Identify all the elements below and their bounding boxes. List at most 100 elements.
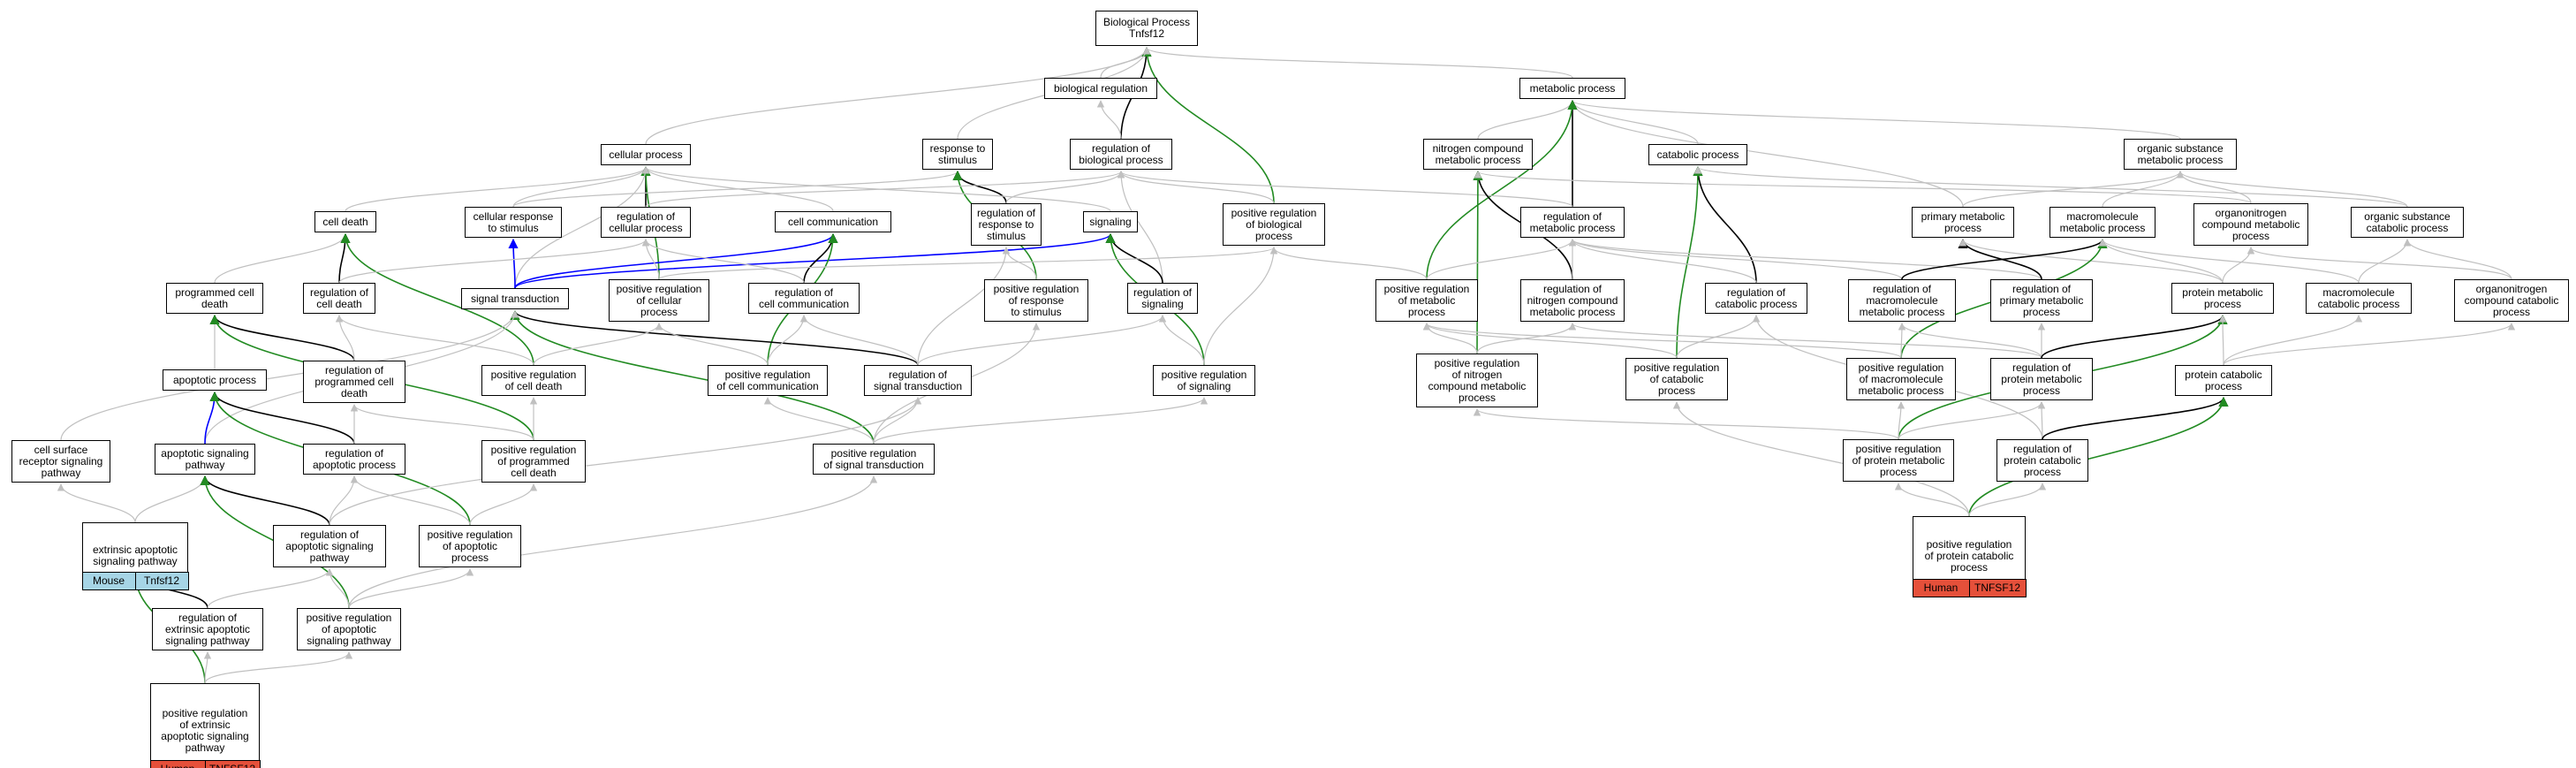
node-positive-regulation-of-biological-process[interactable]: positive regulation of biological proces… (1223, 203, 1325, 246)
gene-tag: TNFSF12 (204, 760, 260, 768)
node-regulation-of-nitrogen-compound-metabolic-process[interactable]: regulation of nitrogen compound metaboli… (1520, 279, 1625, 322)
edge-positive_regulation_of_nitrogen_compound_metabolic_process-to-regulation_of_nitrogen_compound_metabolic_process (1476, 323, 1577, 354)
edge-positive_regulation_of_signal_transduction-to-signal_transduction (510, 309, 875, 445)
edge-positive_regulation_of_protein_catabolic_process-to-positive_regulation_of_protein_metabolic_process (1894, 483, 1970, 517)
node-apoptotic-signaling-pathway[interactable]: apoptotic signaling pathway (155, 444, 255, 475)
node-positive-regulation-of-nitrogen-compound-metabolic-process[interactable]: positive regulation of nitrogen compound… (1416, 354, 1538, 407)
edge-positive_regulation_of_signal_transduction-to-positive_regulation_of_cell_communication (763, 397, 875, 445)
node-positive-regulation-of-catabolic-process[interactable]: positive regulation of catabolic process (1625, 358, 1728, 400)
node-positive-regulation-of-programmed-cell-death[interactable]: positive regulation of programmed cell d… (481, 440, 586, 483)
node-primary-metabolic-process[interactable]: primary metabolic process (1912, 207, 2014, 238)
node-regulation-of-protein-metabolic-process[interactable]: regulation of protein metabolic process (1990, 358, 2093, 400)
node-metabolic-process[interactable]: metabolic process (1519, 78, 1625, 99)
edge-programmed_cell_death-to-cell_death (214, 233, 350, 284)
node-cell-surface-receptor-signaling-pathway[interactable]: cell surface receptor signaling pathway (11, 440, 110, 483)
edge-regulation_of_protein_catabolic_process-to-protein_catabolic_process (2042, 396, 2229, 440)
node-cell-communication[interactable]: cell communication (775, 211, 891, 232)
node-positive-regulation-of-metabolic-process[interactable]: positive regulation of metabolic process (1375, 279, 1478, 322)
node-macromolecule-metabolic-process[interactable]: macromolecule metabolic process (2049, 207, 2156, 238)
node-positive-regulation-of-protein-catabolic-process[interactable]: positive regulation of protein catabolic… (1912, 516, 2027, 597)
node-label: positive regulation of protein catabolic… (1924, 538, 2014, 574)
edge-primary_metabolic_process-to-metabolic_process (1568, 100, 1964, 208)
node-positive-regulation-of-cell-communication[interactable]: positive regulation of cell communicatio… (708, 365, 828, 396)
node-positive-regulation-of-macromolecule-metabolic-process[interactable]: positive regulation of macromolecule met… (1846, 358, 1956, 400)
node-regulation-of-metabolic-process[interactable]: regulation of metabolic process (1520, 207, 1625, 238)
node-catabolic-process[interactable]: catabolic process (1648, 144, 1747, 165)
node-organic-substance-metabolic-process[interactable]: organic substance metabolic process (2124, 139, 2237, 170)
node-positive-regulation-of-signaling[interactable]: positive regulation of signaling (1153, 365, 1255, 396)
edge-positive_regulation_of_signaling-to-positive_regulation_of_biological_process (1203, 247, 1278, 366)
node-regulation-of-programmed-cell-death[interactable]: regulation of programmed cell death (303, 361, 405, 403)
edge-positive_regulation_of_cell_death-to-positive_regulation_of_cellular_process (533, 323, 663, 366)
edge-positive_regulation_of_protein_metabolic_process-to-regulation_of_protein_metabolic_process (1898, 401, 2046, 440)
node-positive-regulation-of-apoptotic-signaling-pathway[interactable]: positive regulation of apoptotic signali… (297, 608, 401, 650)
node-regulation-of-apoptotic-process[interactable]: regulation of apoptotic process (303, 444, 405, 475)
node-cell-death[interactable]: cell death (314, 211, 376, 232)
node-positive-regulation-of-apoptotic-process[interactable]: positive regulation of apoptotic process (419, 525, 521, 567)
node-regulation-of-primary-metabolic-process[interactable]: regulation of primary metabolic process (1990, 279, 2093, 322)
edge-regulation_of_response_to_stimulus-to-regulation_of_biological_process (1005, 171, 1125, 204)
edge-primary_metabolic_process-to-organic_substance_metabolic_process (1962, 171, 2185, 208)
node-regulation-of-signaling[interactable]: regulation of signaling (1127, 283, 1198, 314)
edge-positive_regulation_of_programmed_cell_death-to-regulation_of_programmed_cell_death (350, 404, 534, 441)
node-cellular-process[interactable]: cellular process (601, 144, 691, 165)
node-positive-regulation-of-signal-transduction[interactable]: positive regulation of signal transducti… (813, 444, 935, 475)
node-protein-metabolic-process[interactable]: protein metabolic process (2171, 283, 2274, 314)
node-organic-substance-catabolic-process[interactable]: organic substance catabolic process (2351, 207, 2464, 238)
edge-positive_regulation_of_signal_transduction-to-positive_regulation_of_signaling (873, 397, 1208, 445)
edge-cell_death-to-cellular_process (345, 166, 650, 212)
edge-positive_regulation_of_cell_communication-to-regulation_of_cell_communication (767, 315, 808, 366)
node-programmed-cell-death[interactable]: programmed cell death (166, 283, 263, 314)
edge-positive_regulation_of_cell_death-to-regulation_of_cell_death (335, 315, 534, 366)
node-organonitrogen-compound-catabolic-process[interactable]: organonitrogen compound catabolic proces… (2454, 279, 2569, 322)
edge-positive_regulation_of_metabolic_process-to-metabolic_process (1426, 99, 1578, 280)
node-regulation-of-biological-process[interactable]: regulation of biological process (1070, 139, 1172, 170)
edge-signal_transduction-to-cell_communication (514, 232, 838, 289)
node-positive-regulation-of-response-to-stimulus[interactable]: positive regulation of response to stimu… (984, 279, 1088, 322)
node-label: extrinsic apoptotic signaling pathway (92, 544, 178, 567)
node-positive-regulation-of-protein-metabolic-process[interactable]: positive regulation of protein metabolic… (1843, 439, 1954, 482)
node-regulation-of-cell-death[interactable]: regulation of cell death (303, 283, 375, 314)
node-signal-transduction[interactable]: signal transduction (461, 288, 569, 309)
node-regulation-of-apoptotic-signaling-pathway[interactable]: regulation of apoptotic signaling pathwa… (273, 525, 386, 567)
node-regulation-of-signal-transduction[interactable]: regulation of signal transduction (864, 365, 972, 396)
node-regulation-of-response-to-stimulus[interactable]: regulation of response to stimulus (971, 203, 1042, 246)
edge-signaling-to-cellular_process (641, 166, 1111, 212)
edge-positive_regulation_of_biological_process-to-bp (1141, 46, 1275, 204)
node-regulation-of-catabolic-process[interactable]: regulation of catabolic process (1705, 283, 1807, 314)
node-apoptotic-process[interactable]: apoptotic process (163, 369, 267, 391)
node-macromolecule-catabolic-process[interactable]: macromolecule catabolic process (2306, 283, 2412, 314)
node-positive-regulation-of-cellular-process[interactable]: positive regulation of cellular process (609, 279, 709, 322)
edge-positive_regulation_of_signal_transduction-to-regulation_of_signal_transduction (873, 397, 922, 445)
edge-regulation_of_signal_transduction-to-regulation_of_cell_communication (799, 315, 919, 366)
edge-regulation_of_catabolic_process-to-catabolic_process (1693, 165, 1757, 284)
node-regulation-of-macromolecule-metabolic-process[interactable]: regulation of macromolecule metabolic pr… (1848, 279, 1956, 322)
node-positive-regulation-of-extrinsic-apoptotic-signaling-pathway[interactable]: positive regulation of extrinsic apoptot… (149, 683, 261, 768)
edge-positive_regulation_of_biological_process-to-regulation_of_biological_process (1117, 171, 1275, 204)
node-biological-regulation[interactable]: biological regulation (1044, 78, 1157, 99)
edge-regulation_of_protein_metabolic_process-to-protein_metabolic_process (2041, 314, 2228, 359)
edge-protein_catabolic_process-to-organonitrogen_compound_catabolic_process (2223, 323, 2516, 366)
edge-protein_metabolic_process-to-primary_metabolic_process (1959, 239, 2224, 284)
node-nitrogen-compound-metabolic-process[interactable]: nitrogen compound metabolic process (1423, 139, 1533, 170)
node-response-to-stimulus[interactable]: response to stimulus (922, 139, 993, 170)
node-cellular-response-to-stimulus[interactable]: cellular response to stimulus (465, 207, 562, 238)
node-bp[interactable]: Biological Process Tnfsf12 (1095, 11, 1198, 46)
edge-positive_regulation_of_protein_metabolic_process-to-positive_regulation_of_macromolecule_metabolic_process (1897, 401, 1905, 440)
edge-regulation_of_signal_transduction-to-regulation_of_response_to_stimulus (917, 247, 1011, 366)
node-positive-regulation-of-cell-death[interactable]: positive regulation of cell death (481, 365, 586, 396)
node-regulation-of-protein-catabolic-process[interactable]: regulation of protein catabolic process (1996, 439, 2088, 482)
node-protein-catabolic-process[interactable]: protein catabolic process (2175, 365, 2272, 396)
edge-regulation_of_signal_transduction-to-signal_transduction (510, 309, 919, 366)
node-regulation-of-cellular-process[interactable]: regulation of cellular process (601, 207, 691, 238)
node-signaling[interactable]: signaling (1083, 211, 1138, 232)
edge-positive_regulation_of_cell_death-to-cell_death (340, 232, 534, 366)
node-organonitrogen-compound-metabolic-process[interactable]: organonitrogen compound metabolic proces… (2193, 203, 2308, 246)
edge-positive_regulation_of_macromolecule_metabolic_process-to-positive_regulation_of_metabolic_process (1423, 323, 1902, 359)
edge-extrinsic_apoptotic_signaling_pathway-to-cell_surface_receptor_signaling_pathway (57, 483, 136, 523)
node-regulation-of-extrinsic-apoptotic-signaling-pathway[interactable]: regulation of extrinsic apoptotic signal… (152, 608, 263, 650)
node-regulation-of-cell-communication[interactable]: regulation of cell communication (748, 283, 860, 314)
edge-extrinsic_apoptotic_signaling_pathway-to-apoptotic_signaling_pathway (134, 475, 209, 523)
